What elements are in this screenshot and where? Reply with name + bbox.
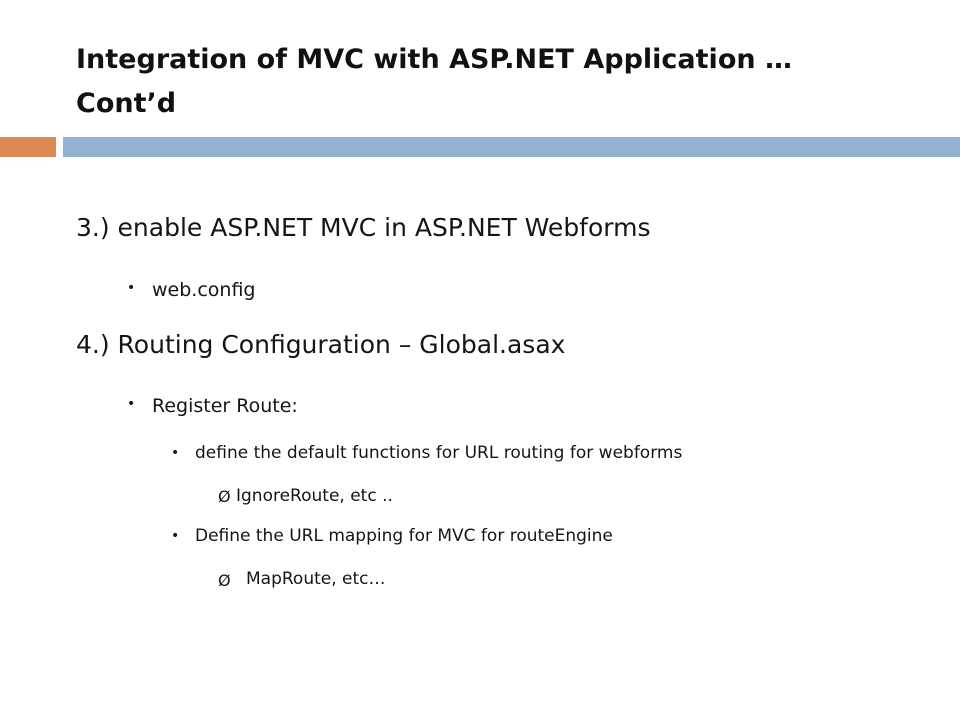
slide-title: Integration of MVC with ASP.NET Applicat… [76,38,896,126]
accent-bar-blue [63,137,960,157]
accent-bar-orange [0,137,56,157]
arrow-bullet-icon: Ø [218,487,231,506]
bullet-icon: • [127,396,136,412]
list-item-url-mapping: Define the URL mapping for MVC for route… [195,526,613,546]
bullet-icon: • [127,280,136,296]
list-item-register-route: Register Route: [152,395,298,417]
list-item-ignore-route: IgnoreRoute, etc .. [236,486,393,506]
bullet-icon: • [171,528,180,544]
step-4-heading: 4.) Routing Configuration – Global.asax [76,330,566,359]
bullet-icon: • [171,445,180,461]
step-3-heading: 3.) enable ASP.NET MVC in ASP.NET Webfor… [76,213,651,242]
arrow-bullet-icon: Ø [218,571,231,590]
title-line-1: Integration of MVC with ASP.NET Applicat… [76,44,792,75]
list-item-map-route: MapRoute, etc… [246,569,386,589]
title-line-2: Cont’d [76,88,177,119]
list-item-default-functions: define the default functions for URL rou… [195,443,683,463]
list-item-web-config: web.config [152,279,256,301]
